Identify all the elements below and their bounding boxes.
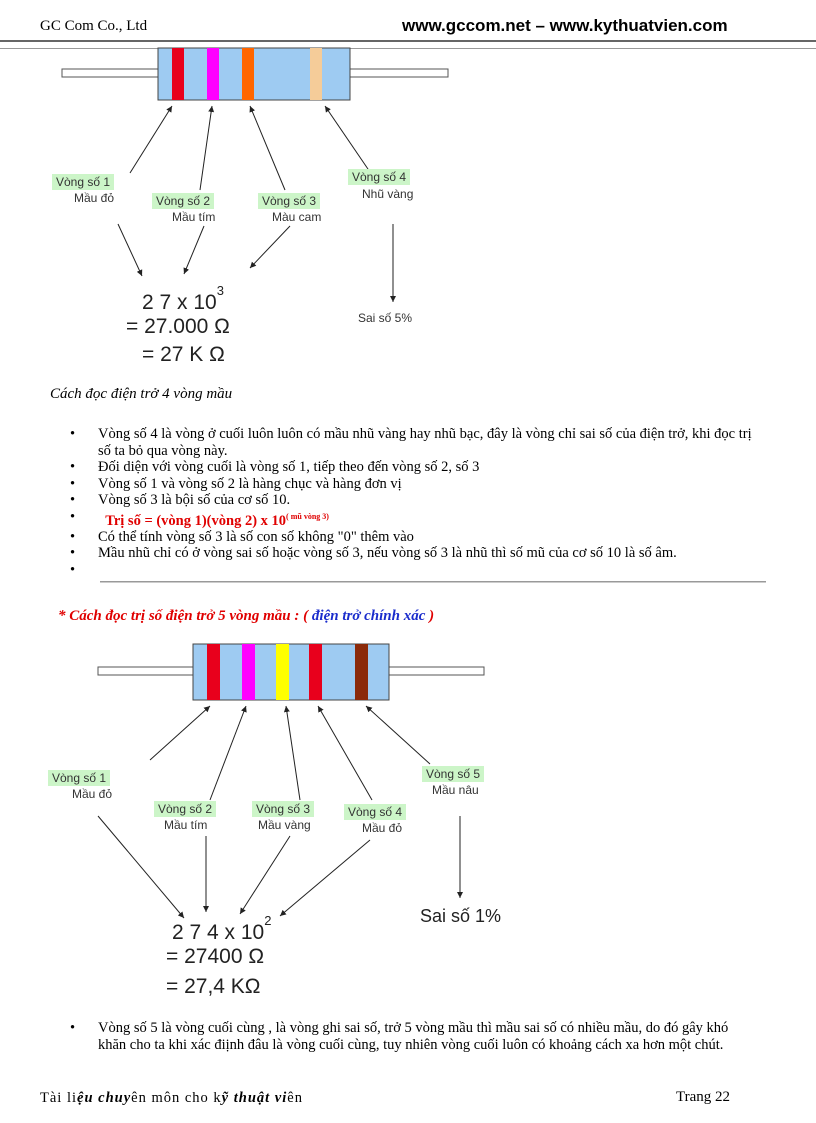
footer-title: Tài liệu chuyên môn cho kỹ thuật viên (40, 1090, 303, 1106)
d2-color-3: Mầu vàng (258, 818, 311, 832)
list-item: Có thể tính vòng số 3 là số con số không… (66, 529, 756, 546)
d2-label-1: Vòng số 1 (48, 770, 111, 786)
d1-formula-line1: 2 7 x 103 (142, 283, 224, 314)
d1-color-4: Nhũ vàng (362, 187, 414, 201)
d2-label-4: Vòng số 4 (344, 804, 407, 820)
d1-label-1: Vòng số 1 (52, 174, 115, 190)
d1-label-4: Vòng số 4 (348, 169, 411, 185)
d2-label-2: Vòng số 2 (154, 801, 217, 817)
section-title: * Cách đọc trị số điện trở 5 vòng mầu : … (58, 608, 435, 624)
d2-label-3: Vòng số 3 (252, 801, 315, 817)
d1-tolerance: Sai số 5% (358, 311, 413, 325)
header-company: GC Com Co., Ltd (40, 18, 148, 34)
list-item: Vòng số 5 là vòng cuối cùng , là vòng gh… (66, 1020, 756, 1053)
d2-tolerance: Sai số 1% (420, 906, 502, 926)
resistor-4-band-diagram (61, 47, 449, 302)
list-item: Vòng số 4 là vòng ở cuối luôn luôn có mầ… (66, 426, 756, 459)
d1-formula-exp: 3 (216, 283, 224, 298)
header-website: www.gccom.net – www.kythuatvien.com (402, 16, 728, 35)
list-item: Đối diện với vòng cuối là vòng số 1, tiế… (66, 459, 756, 476)
d2-formula-line3: = 27,4 KΩ (166, 975, 261, 998)
page-number: Trang 22 (676, 1089, 731, 1105)
d2-color-4: Mầu đỏ (362, 821, 403, 835)
list-item-formula: Trị số = (vòng 1)(vòng 2) x 10( mũ vòng … (66, 509, 756, 529)
list-item: Mầu nhũ chỉ có ở vòng sai số hoặc vòng s… (66, 545, 756, 562)
d1-color-1: Mầu đỏ (74, 191, 115, 205)
pointer-arrows (117, 105, 396, 302)
d2-formula-line1: 2 7 4 x 102 (172, 913, 272, 944)
resistor-5-band-diagram (97, 643, 485, 919)
bullet-list-5-band: Vòng số 5 là vòng cuối cùng , là vòng gh… (66, 1020, 756, 1053)
d2-formula-exp: 2 (264, 913, 272, 928)
band-1 (207, 644, 220, 700)
band-1 (172, 48, 184, 100)
d1-color-2: Mầu tím (172, 210, 216, 224)
band-3 (242, 48, 254, 100)
list-item-empty (66, 562, 756, 579)
list-item: Vòng số 1 và vòng số 2 là hàng chục và h… (66, 476, 756, 493)
list-item: Vòng số 3 là bội số của cơ số 10. (66, 492, 756, 509)
d1-label-3: Vòng số 3 (258, 193, 321, 209)
d1-formula-line2: = 27.000 Ω (126, 315, 230, 338)
d1-label-2: Vòng số 2 (152, 193, 215, 209)
band-2 (242, 644, 255, 700)
header-rule (0, 40, 816, 49)
d1-color-3: Màu cam (272, 210, 322, 224)
band-4 (310, 48, 322, 100)
d2-color-5: Mầu nâu (432, 783, 479, 797)
separator-line (100, 581, 766, 583)
d1-formula-line3: = 27 K Ω (142, 343, 225, 366)
band-2 (207, 48, 219, 100)
band-3 (276, 644, 289, 700)
band-5 (355, 644, 368, 700)
d2-label-5: Vòng số 5 (422, 766, 485, 782)
d2-color-2: Mầu tím (164, 818, 208, 832)
caption-4-band: Cách đọc điện trở 4 vòng mầu (50, 386, 233, 402)
bullet-list-4-band: Vòng số 4 là vòng ở cuối luôn luôn có mầ… (66, 426, 756, 578)
band-4 (309, 644, 322, 700)
d2-formula-line2: = 27400 Ω (166, 945, 265, 968)
pointer-arrows (97, 705, 463, 919)
d2-color-1: Mầu đỏ (72, 787, 113, 801)
